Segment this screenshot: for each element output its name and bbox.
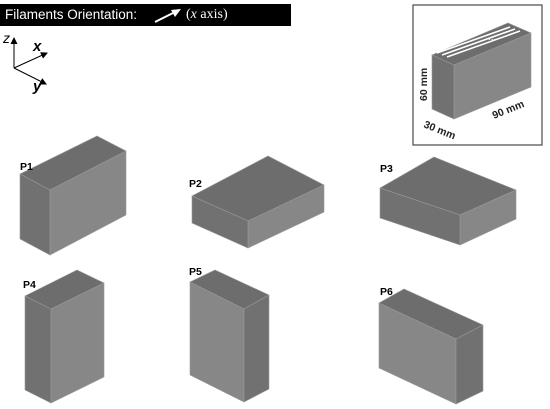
p2-side <box>191 195 249 249</box>
p4-label: P4 <box>23 279 36 291</box>
p6-label: P6 <box>380 286 393 298</box>
header-axis-note: (x axis) <box>186 7 228 22</box>
filament-continuation-dots: ... <box>488 32 496 43</box>
part-p3: P3 <box>379 156 517 246</box>
p3-side <box>379 187 461 246</box>
p2-label: P2 <box>189 178 202 190</box>
p1-label: P1 <box>20 161 33 173</box>
z-axis-label: z <box>2 30 10 46</box>
p5-label: P5 <box>189 266 202 278</box>
part-p5: P5 <box>189 266 270 403</box>
part-p1: P1 <box>19 135 127 256</box>
p3-label: P3 <box>380 163 393 175</box>
part-p6: P6 <box>378 286 484 405</box>
filament-lines <box>436 26 521 58</box>
y-axis-label: y <box>32 78 42 95</box>
y-axis-line <box>13 67 47 85</box>
p4-side <box>24 295 52 404</box>
p1-side <box>19 173 51 256</box>
filament-line <box>446 30 521 58</box>
part-p4: P4 <box>23 269 105 404</box>
dimension-inset: ... 60 mm 30 mm 90 mm <box>412 4 543 146</box>
coordinate-axes: z x y <box>2 30 48 95</box>
orientation-arrow-icon <box>154 9 181 23</box>
p6-side <box>455 324 484 405</box>
part-p2: P2 <box>189 155 325 249</box>
height-dimension-label: 60 mm <box>418 68 430 101</box>
filament-line <box>441 28 516 56</box>
x-axis-label: x <box>32 38 42 55</box>
filament-orientation-header: Filaments Orientation: (x axis) <box>0 4 291 26</box>
header-axis-var: x <box>190 7 197 22</box>
filament-line <box>436 26 511 54</box>
header-axis-rest: axis) <box>196 7 228 22</box>
inset-box-side <box>431 54 455 120</box>
x-axis-line <box>13 52 48 69</box>
p5-side <box>243 294 270 403</box>
header-label: Filaments Orientation: <box>5 7 138 22</box>
